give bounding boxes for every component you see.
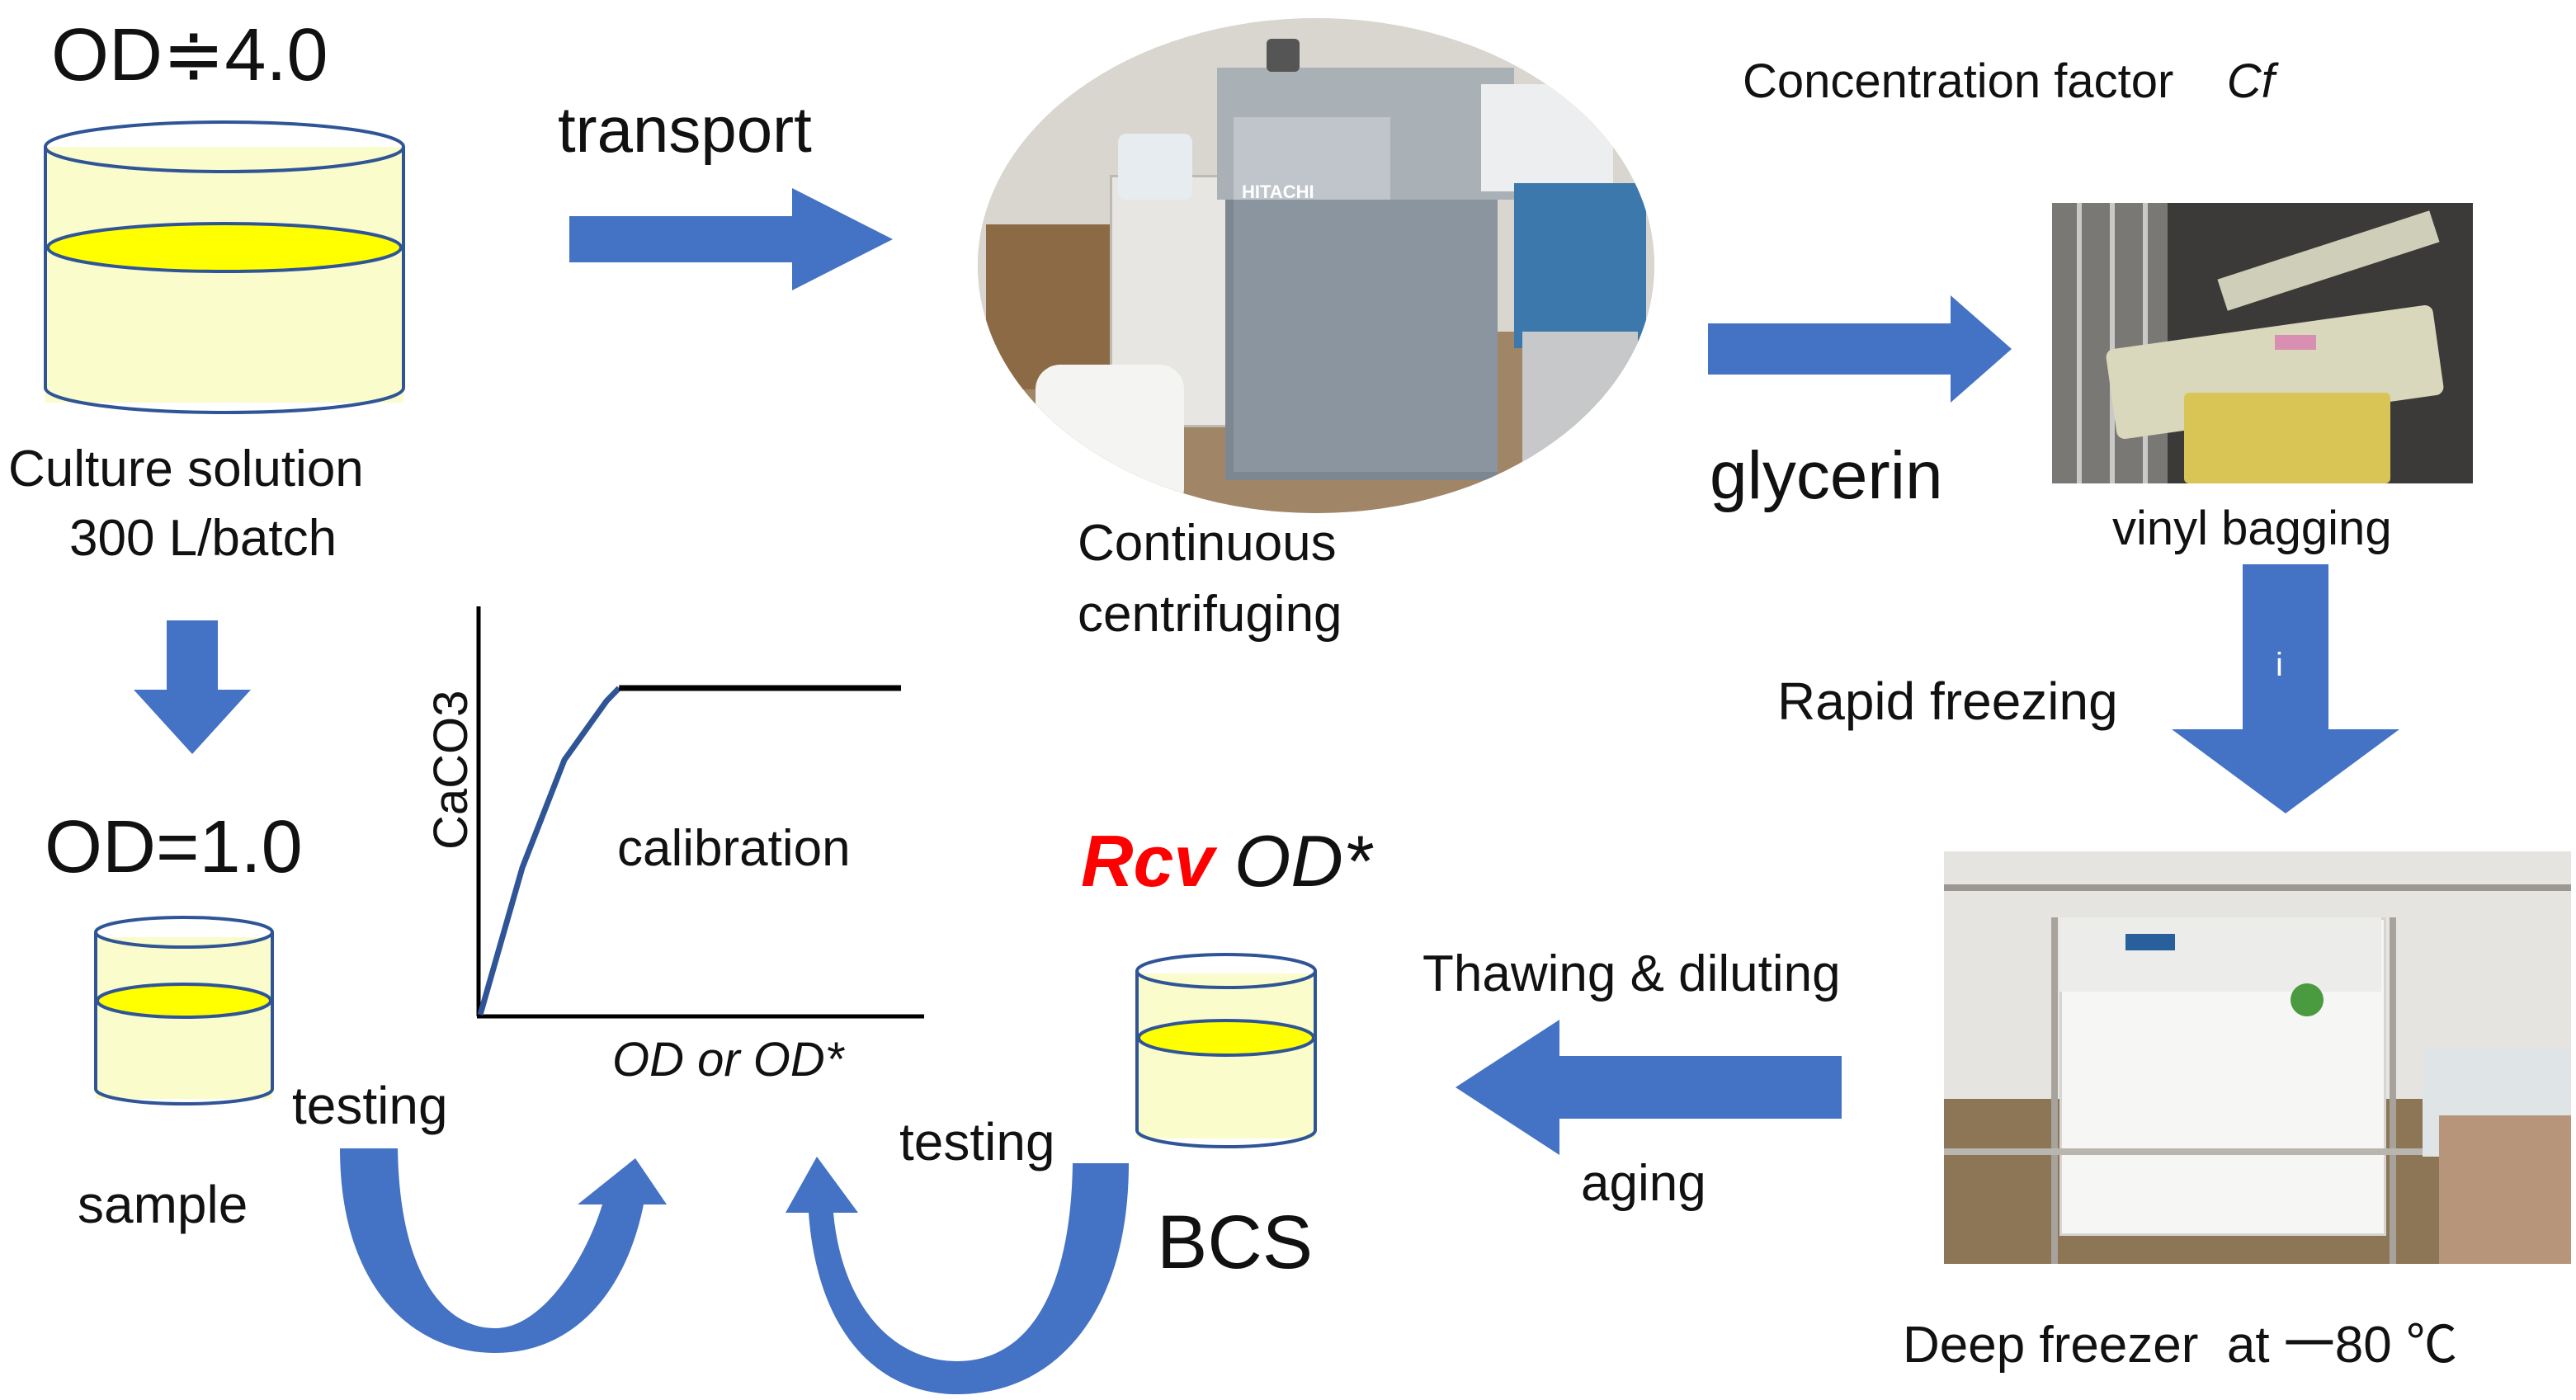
rcv-label: Rcv bbox=[1081, 820, 1215, 902]
concentration-factor-symbol: Cf bbox=[2226, 54, 2275, 108]
calibration-curve-rise bbox=[477, 686, 621, 1016]
calibration-chart bbox=[476, 606, 924, 1019]
culture-beaker bbox=[44, 120, 405, 414]
thawing-arrow bbox=[1455, 1020, 1842, 1155]
centrifuge-photo: HITACHI bbox=[978, 18, 1654, 513]
glycerin-arrow bbox=[1708, 295, 2012, 403]
culture-caption-line1: Culture solution bbox=[8, 441, 364, 497]
deep-freezer-caption: Deep freezer at 一80 ℃ bbox=[1903, 1317, 2457, 1374]
vinyl-bagging-photo bbox=[2052, 203, 2473, 483]
arrow-mark: i bbox=[2276, 647, 2283, 683]
aging-label: aging bbox=[1581, 1155, 1706, 1212]
bcs-testing-label: testing bbox=[899, 1112, 1055, 1171]
concentration-factor-text: Concentration factor bbox=[1743, 54, 2174, 108]
dilution-arrow bbox=[134, 620, 251, 754]
od-star-label: OD* bbox=[1234, 820, 1372, 902]
centrifuge-caption-line1: Continuous bbox=[1078, 515, 1337, 572]
culture-caption-line2: 300 L/batch bbox=[69, 510, 337, 567]
thawing-label: Thawing & diluting bbox=[1422, 945, 1841, 1002]
chart-series-group bbox=[477, 685, 901, 1016]
sample-testing-arrow bbox=[340, 1148, 667, 1353]
centrifuge-caption-line2: centrifuging bbox=[1078, 586, 1342, 643]
culture-od-label: OD≑4.0 bbox=[51, 14, 328, 97]
vinyl-bagging-label: vinyl bagging bbox=[2112, 502, 2392, 555]
bcs-beaker bbox=[1135, 953, 1317, 1148]
rapid-freezing-label: Rapid freezing bbox=[1777, 672, 2118, 731]
rapid-freezing-arrow bbox=[2172, 564, 2399, 813]
transport-arrow bbox=[569, 188, 893, 290]
bcs-testing-arrow bbox=[786, 1157, 1129, 1394]
chart-annotation: calibration bbox=[617, 820, 851, 877]
sample-beaker bbox=[94, 916, 274, 1105]
glycerin-label: glycerin bbox=[1710, 438, 1943, 513]
centrifuge-brand: HITACHI bbox=[1242, 181, 1314, 202]
concentration-factor-label: Concentration factor Cf bbox=[1743, 58, 2275, 106]
sample-od-label: OD=1.0 bbox=[45, 806, 303, 889]
bcs-label: BCS bbox=[1157, 1200, 1314, 1285]
deep-freezer-photo bbox=[1944, 851, 2571, 1264]
sample-label: sample bbox=[78, 1175, 248, 1234]
transport-label: transport bbox=[558, 93, 812, 166]
chart-xlabel: OD or OD* bbox=[612, 1033, 844, 1087]
chart-ylabel: CaCO3 bbox=[424, 690, 478, 850]
rcv-od-label: Rcv OD* bbox=[1081, 825, 1371, 898]
sample-testing-label: testing bbox=[292, 1076, 448, 1135]
